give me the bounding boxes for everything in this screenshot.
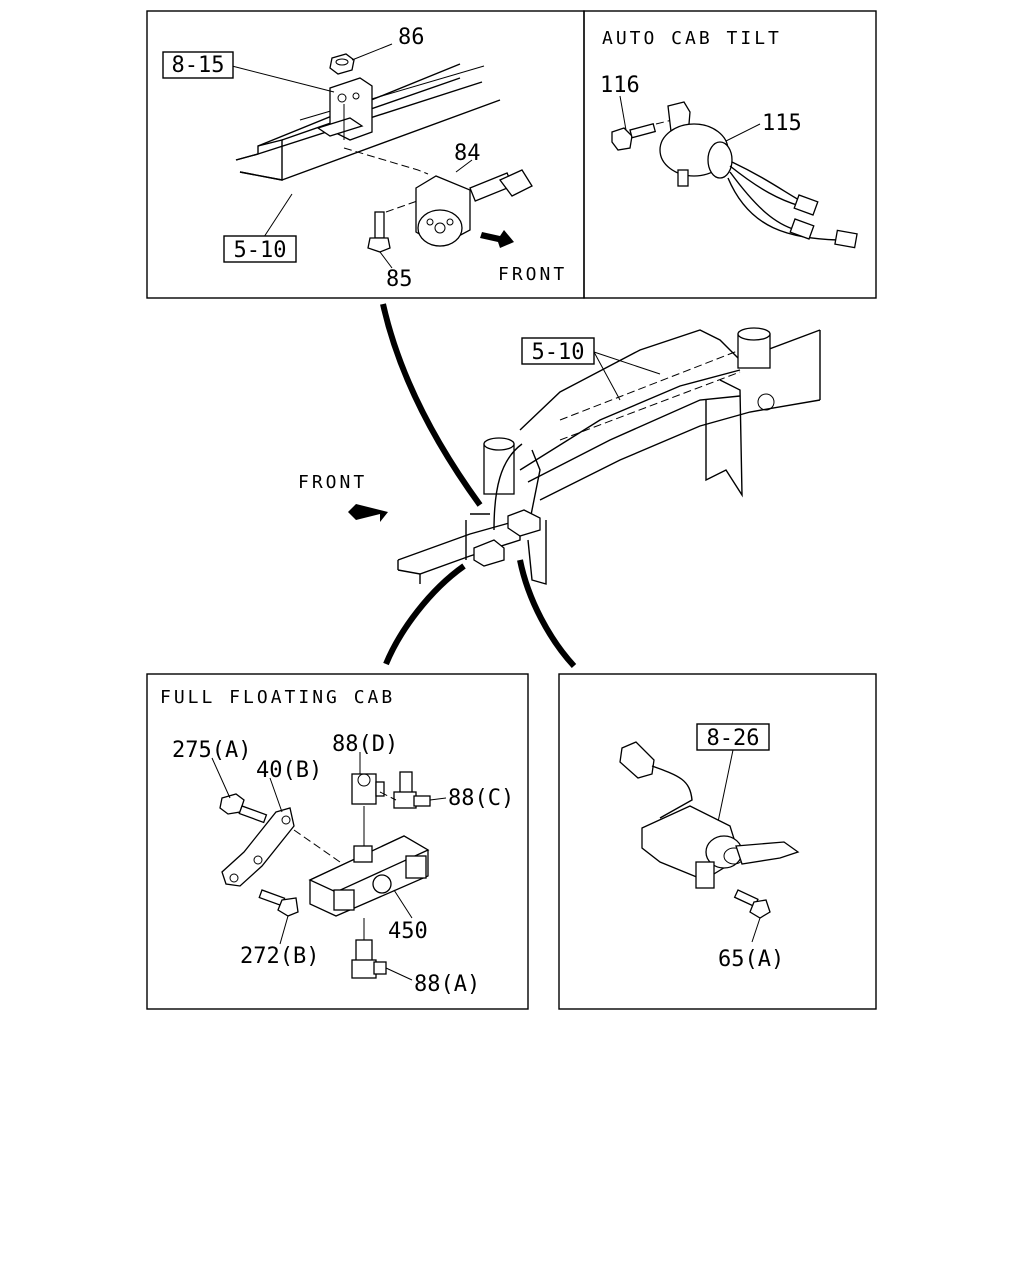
callout-85: 85 [386,267,413,292]
fitting-88d-icon [351,773,385,846]
main-assembly: 5-10 FRONT [298,303,821,669]
bolt-65a-icon [733,889,771,919]
front-arrow-icon [480,230,514,248]
bracket-drawing [316,77,373,141]
leader-5-10-main-a [593,351,621,401]
height-sensor-8-26-drawing [619,741,800,889]
dashed-line-116 [655,117,681,125]
cylinder-drawing [483,327,771,495]
front-label-top: FRONT [498,264,567,285]
ref-box-5-10-main [521,337,595,365]
ref-box-8-26 [696,723,770,751]
fitting-88a-icon [351,918,387,979]
pointer-to-bottom-right [517,559,577,669]
main-sensor-icon [507,509,541,537]
sensor-115-drawing [659,101,858,249]
leader-8-15 [231,65,335,93]
bolt-275a-icon [219,793,268,824]
dashed-line-bracket [293,829,341,863]
panel-full-floating-cab: FULL FLOATING CAB [146,673,529,1010]
leader-65a [751,917,761,943]
bolt-272b-icon [258,889,299,917]
leader-88c [429,797,447,801]
callout-88d: 88(D) [332,732,398,757]
nut-86-icon [329,53,355,75]
leader-88a [385,967,413,981]
height-sensor-84-drawing [415,159,533,247]
dashed-assembly-line [343,147,429,175]
callout-272b: 272(B) [240,944,319,969]
leader-272b [279,915,289,945]
leader-5-10 [261,193,293,241]
leader-8-26 [717,749,734,823]
callout-86: 86 [398,25,425,50]
pointer-to-top-left [380,303,483,507]
panel-sensor-detail: 8-26 65(A) [558,673,877,1010]
callout-88a: 88(A) [414,972,480,997]
bracket-40b-drawing [221,807,295,887]
pointer-to-bottom-left [383,563,466,666]
leader-275a [211,757,231,799]
callout-84: 84 [454,141,481,166]
bolt-85-icon [367,211,393,269]
callout-116: 116 [600,73,640,98]
callout-275a: 275(A) [172,738,251,763]
leveling-valve-450-drawing [308,835,430,917]
leader-450 [393,889,413,919]
callout-450: 450 [388,919,428,944]
leader-116 [619,95,627,131]
front-arrow-main-icon [348,504,388,522]
leader-40b [269,777,283,813]
ref-box-8-15 [162,51,234,79]
panel-title-full-floating-cab: FULL FLOATING CAB [160,687,395,708]
callout-65a: 65(A) [718,947,784,972]
callout-ref-8-15: 8-15 [172,53,225,78]
panel-auto-cab-tilt: AUTO CAB TILT 116 115 [583,10,877,299]
ref-box-5-10-top [223,235,297,263]
callout-ref-5-10-top: 5-10 [234,238,287,263]
dashed-bolt-line [385,199,421,213]
callout-ref-5-10-main: 5-10 [532,340,585,365]
callout-115: 115 [762,111,802,136]
leader-86 [351,43,393,61]
leader-84 [455,159,473,173]
callout-ref-8-26: 8-26 [707,726,760,751]
main-valve-icon [473,539,505,567]
front-label-main: FRONT [298,472,367,493]
callout-40b: 40(B) [256,758,322,783]
leader-5-10-main-b [593,351,661,375]
panel-title-auto-cab-tilt: AUTO CAB TILT [602,28,782,49]
fitting-88c-icon [379,771,431,809]
panel-frame-mount: 8-15 86 84 5-10 85 FRONT [146,10,585,299]
callout-88c: 88(C) [448,786,514,811]
bolt-116-icon [611,122,657,151]
